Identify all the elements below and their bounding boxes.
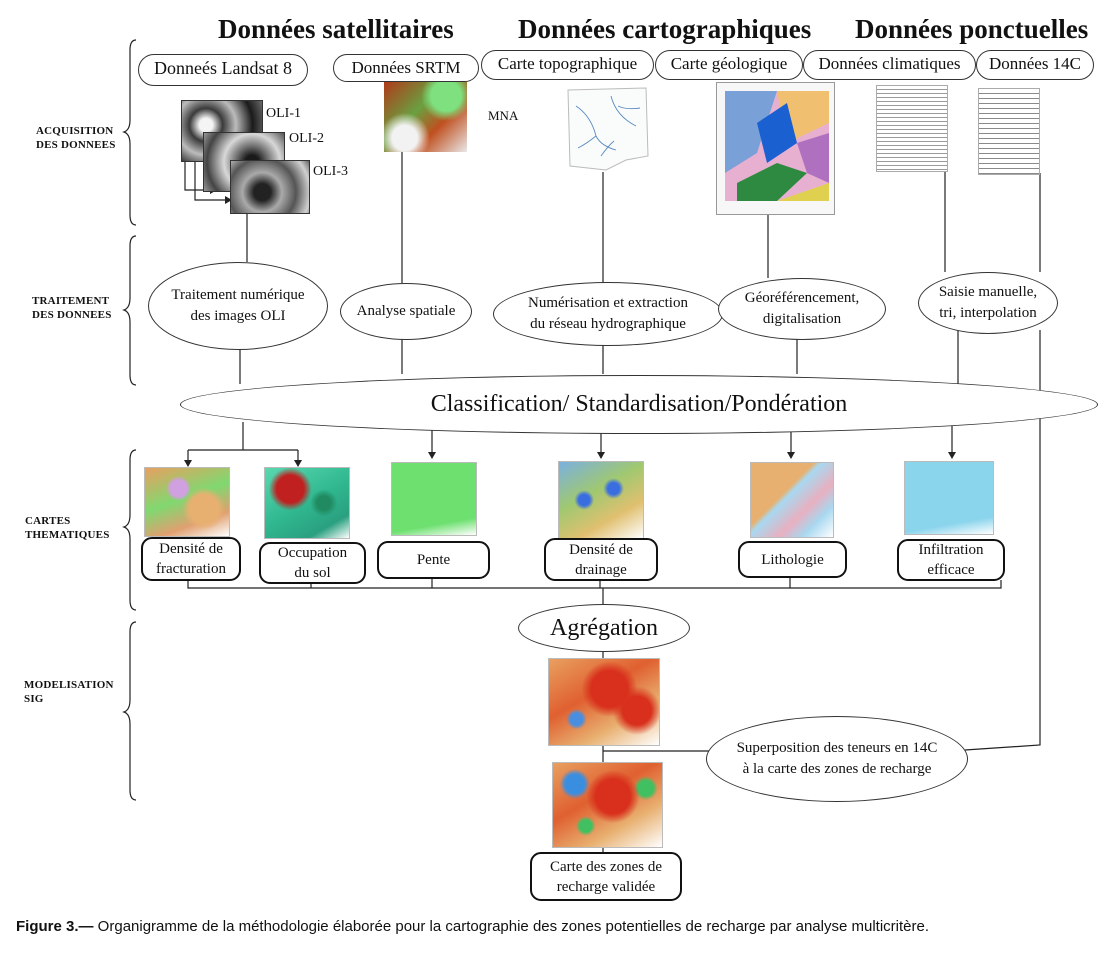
geology-map-image bbox=[716, 82, 835, 215]
side-label-modelisation: MODELISATION SIG bbox=[24, 678, 114, 706]
thematic-pente-text: Pente bbox=[416, 552, 451, 568]
topo-map-image bbox=[566, 86, 650, 172]
side-label-modelisation-line2: SIG bbox=[24, 693, 44, 705]
thematic-map-lithologie bbox=[750, 462, 834, 538]
thematic-map-occupation bbox=[264, 467, 350, 539]
recharge-map-aggregated bbox=[548, 658, 660, 746]
recharge-map-validated bbox=[552, 762, 663, 848]
side-label-traitement: TRAITEMENT DES DONNEES bbox=[32, 294, 112, 322]
thematic-infiltration-line1: Infiltration bbox=[918, 542, 984, 558]
final-line1: Carte des zones de bbox=[549, 858, 663, 875]
thematic-infiltration-line2: efficace bbox=[927, 562, 975, 578]
process-manual-line2: tri, interpolation bbox=[939, 305, 1037, 321]
process-hydro: Numérisation et extraction du réseau hydr… bbox=[493, 282, 723, 346]
side-label-traitement-line2: DES DONNEES bbox=[32, 309, 112, 321]
thematic-map-fracturation bbox=[144, 467, 230, 537]
superposition-ellipse: Superposition des teneurs en 14C à la car… bbox=[706, 716, 968, 802]
label-oli2: OLI-2 bbox=[289, 131, 324, 146]
side-label-acquisition-line2: DES DONNEES bbox=[36, 139, 116, 151]
thematic-label-drainage: Densité de drainage bbox=[544, 538, 658, 581]
thematic-map-drainage bbox=[558, 461, 644, 539]
thematic-sol-line2: du sol bbox=[294, 565, 331, 581]
process-manual-line1: Saisie manuelle, bbox=[938, 284, 1038, 300]
final-map-label: Carte des zones de recharge validée bbox=[530, 852, 682, 901]
process-hydro-line2: du réseau hydrographique bbox=[530, 316, 686, 332]
side-label-cartes-line1: CARTES bbox=[25, 515, 71, 527]
process-spatial: Analyse spatiale bbox=[340, 283, 472, 340]
side-label-traitement-line1: TRAITEMENT bbox=[32, 295, 110, 307]
header-satellite: Données satellitaires bbox=[218, 14, 454, 44]
process-georef: Géoréférencement, digitalisation bbox=[718, 278, 886, 340]
process-georef-line1: Géoréférencement, bbox=[744, 290, 860, 306]
side-label-cartes: CARTES THEMATIQUES bbox=[25, 514, 110, 542]
thematic-drainage-line1: Densité de bbox=[569, 541, 633, 558]
satellite-image-oli3 bbox=[230, 160, 310, 214]
final-line2: recharge validée bbox=[556, 878, 656, 895]
header-point: Données ponctuelles bbox=[855, 14, 1089, 44]
figure-caption: Figure 3.— Organigramme de la méthodolog… bbox=[16, 917, 1098, 936]
label-oli1: OLI-1 bbox=[266, 106, 301, 121]
process-spatial-text: Analyse spatiale bbox=[356, 303, 456, 319]
superposition-line2: à la carte des zones de recharge bbox=[742, 761, 932, 777]
process-manual: Saisie manuelle, tri, interpolation bbox=[918, 272, 1058, 334]
source-clim: Données climatiques bbox=[803, 50, 976, 80]
aggregation-ellipse: Agrégation bbox=[518, 604, 690, 652]
process-georef-line2: digitalisation bbox=[762, 311, 842, 327]
source-srtm: Données SRTM bbox=[333, 54, 479, 82]
label-oli3: OLI-3 bbox=[313, 164, 348, 179]
thematic-fracturation-line1: Densité de bbox=[159, 541, 223, 557]
header-cartographic: Données cartographiques bbox=[518, 14, 812, 44]
thematic-fracturation-line2: fracturation bbox=[156, 561, 226, 577]
process-oli-line1: Traitement numérique bbox=[171, 287, 305, 303]
side-label-acquisition-line1: ACQUISITION bbox=[36, 125, 114, 137]
side-label-cartes-line2: THEMATIQUES bbox=[25, 529, 110, 541]
source-geol: Carte géologique bbox=[655, 50, 803, 80]
source-topo: Carte topographique bbox=[481, 50, 654, 80]
thematic-label-lithologie: Lithologie bbox=[738, 541, 847, 578]
srtm-dem-image bbox=[384, 82, 467, 152]
caption-text: Organigramme de la méthodologie élaborée… bbox=[93, 918, 929, 935]
process-oli: Traitement numérique des images OLI bbox=[148, 262, 328, 350]
thematic-label-fracturation: Densité de fracturation bbox=[141, 537, 241, 581]
thematic-drainage-line2: drainage bbox=[575, 561, 627, 578]
side-label-modelisation-line1: MODELISATION bbox=[24, 679, 114, 691]
side-label-acquisition: ACQUISITION DES DONNEES bbox=[36, 124, 116, 152]
thematic-map-infiltration bbox=[904, 461, 994, 535]
classification-ellipse: Classification/ Standardisation/Pondérat… bbox=[180, 375, 1098, 434]
thematic-lithologie-text: Lithologie bbox=[761, 551, 824, 568]
thematic-label-pente: Pente bbox=[377, 541, 490, 579]
process-oli-line2: des images OLI bbox=[190, 308, 286, 324]
source-c14: Données 14C bbox=[976, 50, 1094, 80]
aggregation-text: Agrégation bbox=[550, 614, 658, 641]
process-hydro-line1: Numérisation et extraction bbox=[528, 295, 688, 311]
classification-text: Classification/ Standardisation/Pondérat… bbox=[430, 391, 848, 417]
superposition-line1: Superposition des teneurs en 14C bbox=[736, 740, 938, 756]
label-mna: MNA bbox=[488, 108, 519, 123]
c14-data-table-image bbox=[978, 88, 1040, 175]
thematic-label-infiltration: Infiltration efficace bbox=[897, 539, 1005, 581]
caption-label: Figure 3.— bbox=[16, 918, 94, 935]
climate-data-table-image bbox=[876, 85, 948, 172]
thematic-label-occupation: Occupation du sol bbox=[259, 542, 366, 584]
thematic-sol-line1: Occupation bbox=[277, 545, 348, 561]
thematic-map-pente bbox=[391, 462, 477, 536]
source-landsat: Donneés Landsat 8 bbox=[138, 54, 308, 86]
